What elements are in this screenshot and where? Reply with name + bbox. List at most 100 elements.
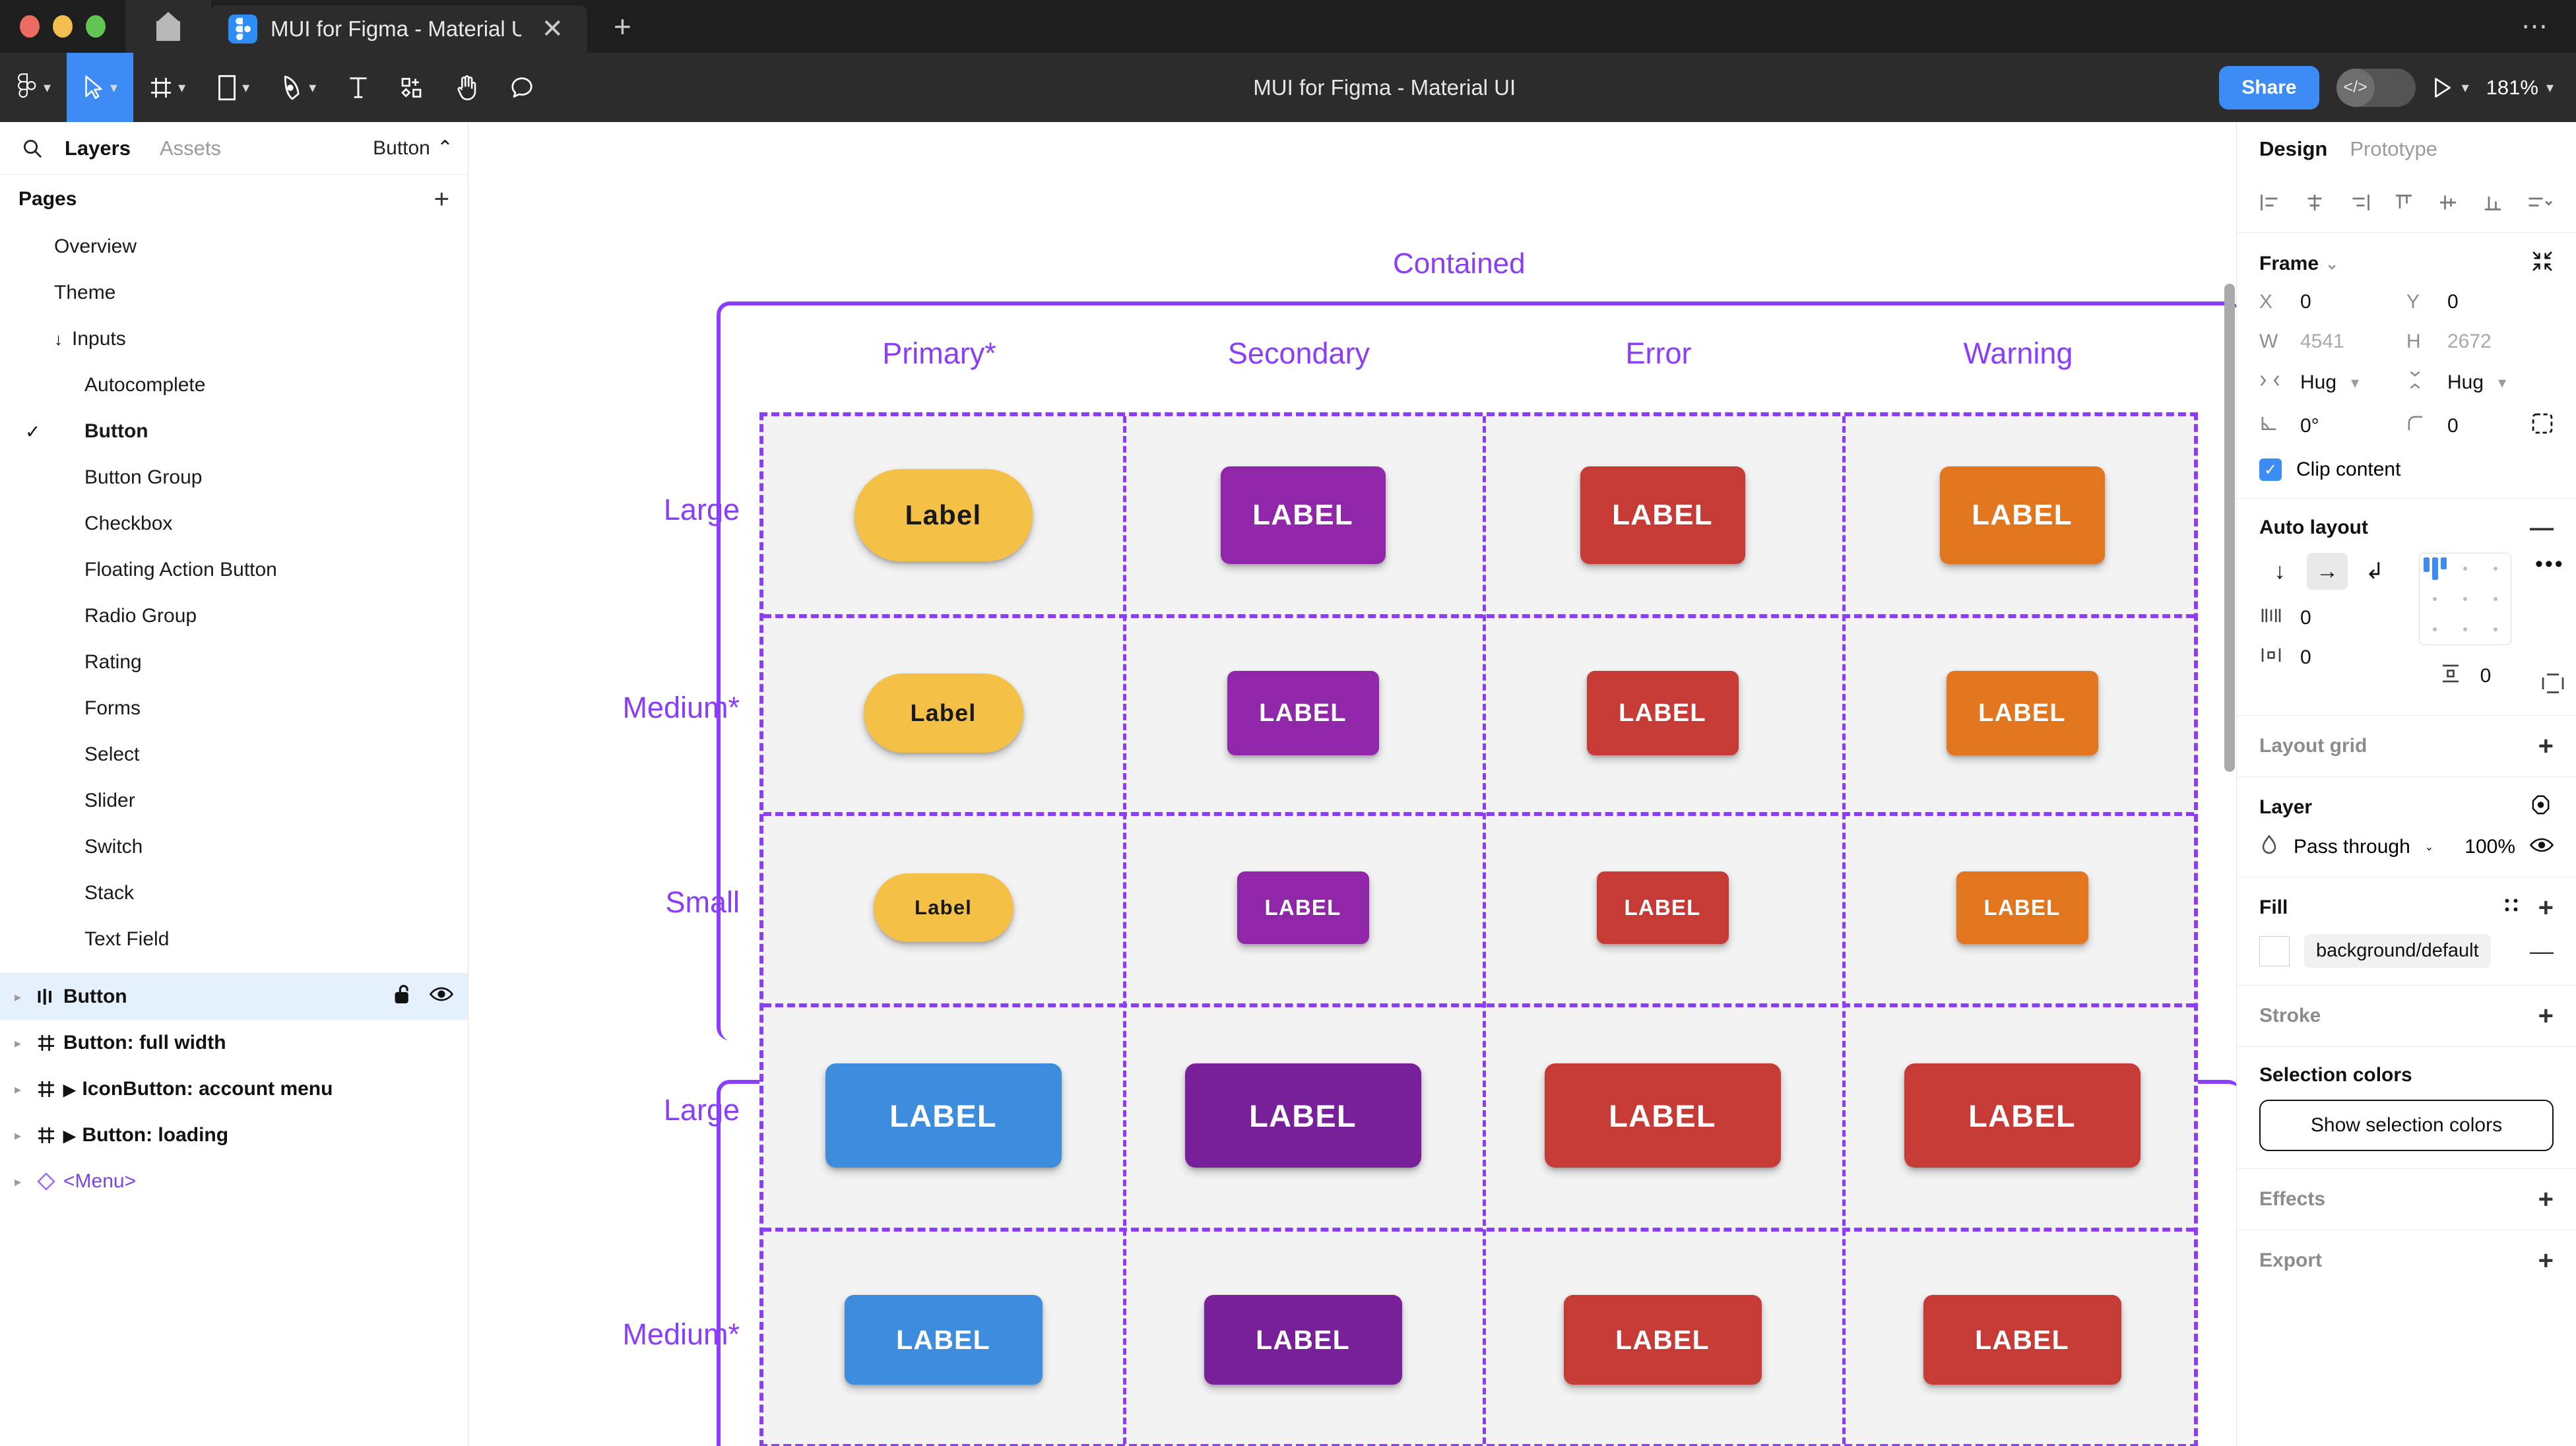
x-property[interactable]: X 0 [2259,291,2406,313]
rotation-property[interactable]: 0° [2259,412,2406,440]
horizontal-padding-property[interactable]: 0 [2259,646,2395,669]
add-page-button[interactable]: + [434,185,449,214]
page-item-autocomplete[interactable]: Autocomplete [0,362,468,408]
page-item-forms[interactable]: Forms [0,685,468,732]
minimize-window-button[interactable] [53,15,73,38]
preview-button[interactable]: LABEL [844,1295,1043,1385]
preview-button[interactable]: LABEL [1544,1063,1781,1168]
browser-tab[interactable]: MUI for Figma - Material UI ✕ [211,5,587,53]
preview-button[interactable]: LABEL [1204,1295,1402,1385]
page-item-text-field[interactable]: Text Field [0,916,468,962]
preview-button[interactable]: LABEL [1227,671,1379,755]
layout-wrap-button[interactable]: ↲ [2365,559,2385,584]
preview-button[interactable]: LABEL [1220,466,1386,564]
layout-vertical-button[interactable]: ↓ [2274,558,2286,584]
preview-button[interactable]: LABEL [1956,871,2088,944]
show-selection-colors-button[interactable]: Show selection colors [2259,1100,2554,1151]
layer-row[interactable]: ▸Button [0,974,468,1020]
w-property[interactable]: W 4541 [2259,330,2406,353]
share-button[interactable]: Share [2219,65,2319,110]
add-fill-button[interactable]: + [2538,893,2554,922]
h-property[interactable]: H 2672 [2406,330,2554,353]
search-icon[interactable] [15,138,50,159]
tab-assets[interactable]: Assets [159,136,221,160]
close-icon[interactable]: ✕ [541,15,564,44]
page-item-floating-action-button[interactable]: Floating Action Button [0,547,468,593]
comment-tool[interactable] [494,53,550,122]
add-stroke-button[interactable]: + [2538,1001,2554,1030]
preview-button[interactable]: LABEL [1184,1063,1421,1168]
align-top-icon[interactable] [2393,193,2415,216]
visibility-eye-icon[interactable] [2529,836,2554,857]
disclosure-triangle-icon[interactable]: ▸ [14,1082,22,1097]
pen-tool[interactable]: ▾ [265,53,332,122]
hand-tool[interactable] [440,53,494,122]
page-item-checkbox[interactable]: Checkbox [0,501,468,547]
frame-title[interactable]: Contained [1393,247,1526,280]
width-resizing-property[interactable]: Hug ▾ [2259,370,2406,395]
auto-layout-more-button[interactable]: ••• [2535,551,2565,577]
vertical-padding-property[interactable]: 0 [2439,664,2491,689]
align-right-icon[interactable] [2348,193,2371,216]
alignment-pad[interactable] [2419,553,2511,645]
remove-auto-layout-button[interactable]: — [2530,514,2554,541]
remove-fill-button[interactable]: — [2530,937,2554,964]
add-effect-button[interactable]: + [2538,1185,2554,1214]
canvas-vertical-scrollbar[interactable] [2224,284,2235,772]
y-property[interactable]: Y 0 [2406,291,2554,313]
disclosure-triangle-icon[interactable]: ▸ [14,1036,22,1051]
unlock-icon[interactable] [394,984,412,1010]
align-vertical-center-icon[interactable] [2437,193,2459,216]
preview-button[interactable]: LABEL [1904,1063,2141,1168]
text-tool[interactable] [332,53,385,122]
fill-token-name[interactable]: background/default [2304,934,2491,968]
resources-tool[interactable] [385,53,440,122]
independent-corners-icon[interactable] [2531,412,2554,440]
disclosure-triangle-icon[interactable]: ▸ [14,990,22,1005]
window-menu-icon[interactable]: ⋯ [2521,12,2550,41]
preview-button[interactable]: LABEL [1923,1295,2121,1385]
preview-button[interactable]: Label [873,873,1014,942]
layer-row[interactable]: ▸▶Button: loading [0,1112,468,1158]
close-window-button[interactable] [20,15,40,38]
individual-padding-icon[interactable] [2541,672,2565,698]
visibility-eye-icon[interactable] [429,986,454,1008]
dev-mode-toggle[interactable]: </> [2336,68,2416,107]
preview-button[interactable]: LABEL [1946,671,2098,755]
preview-button[interactable]: LABEL [1580,466,1745,564]
frame-tool[interactable]: ▾ [133,53,201,122]
blend-mode-value[interactable]: Pass through [2294,835,2410,858]
align-left-icon[interactable] [2259,193,2282,216]
add-export-button[interactable]: + [2538,1246,2554,1275]
layer-row[interactable]: ▸Button: full width [0,1020,468,1066]
preview-button[interactable]: LABEL [825,1063,1062,1168]
page-item-switch[interactable]: Switch [0,824,468,870]
figma-menu-button[interactable]: ▾ [0,53,67,122]
page-item-button[interactable]: ✓Button [0,408,468,455]
tab-design[interactable]: Design [2259,137,2328,160]
move-tool[interactable]: ▾ [67,53,134,122]
gap-property[interactable]: 0 [2259,607,2395,629]
preview-button[interactable]: Label [863,674,1023,753]
zoom-control[interactable]: 181% ▾ [2486,76,2554,100]
preview-button[interactable]: LABEL [1939,466,2105,564]
preview-button[interactable]: Label [854,469,1033,561]
page-item-slider[interactable]: Slider [0,778,468,824]
home-button[interactable] [125,0,211,53]
page-item-inputs[interactable]: ↓Inputs [0,316,468,362]
page-item-radio-group[interactable]: Radio Group [0,593,468,639]
layer-settings-icon[interactable] [2530,794,2554,821]
tab-layers[interactable]: Layers [65,136,131,160]
layer-row[interactable]: ▸▶IconButton: account menu [0,1066,468,1112]
page-item-stack[interactable]: Stack [0,870,468,916]
height-resizing-property[interactable]: Hug ▾ [2406,370,2554,395]
present-button[interactable]: ▾ [2433,77,2469,99]
align-horizontal-center-icon[interactable] [2303,193,2326,216]
resize-to-fit-icon[interactable] [2531,250,2554,278]
layout-horizontal-button[interactable]: → [2307,553,2348,590]
clip-content-checkbox[interactable]: ✓ [2259,458,2282,481]
preview-button[interactable]: LABEL [1237,871,1369,944]
chevron-down-icon[interactable]: ⌄ [2325,255,2339,273]
opacity-value[interactable]: 100% [2464,835,2515,858]
fill-styles-icon[interactable] [2503,896,2520,919]
